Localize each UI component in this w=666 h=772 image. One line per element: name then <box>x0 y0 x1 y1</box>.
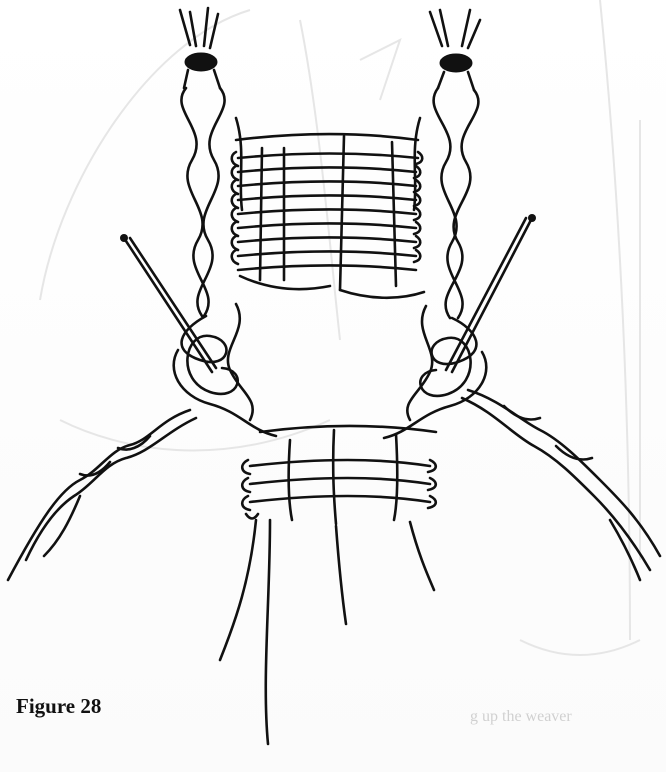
bleed-through-text: g up the weaver <box>470 708 572 726</box>
right-braid <box>414 88 478 318</box>
right-crossing <box>384 306 486 438</box>
hanging-warps <box>220 520 434 744</box>
right-warp-tie <box>430 10 480 90</box>
upper-woven-panel <box>232 134 424 298</box>
left-warp-tie <box>180 8 220 88</box>
left-crossing <box>174 304 276 436</box>
figure-caption: Figure 28 <box>16 694 101 719</box>
left-needle <box>120 234 216 372</box>
right-tails <box>462 390 660 580</box>
lower-woven-panel <box>242 426 436 524</box>
left-tails <box>8 410 196 580</box>
